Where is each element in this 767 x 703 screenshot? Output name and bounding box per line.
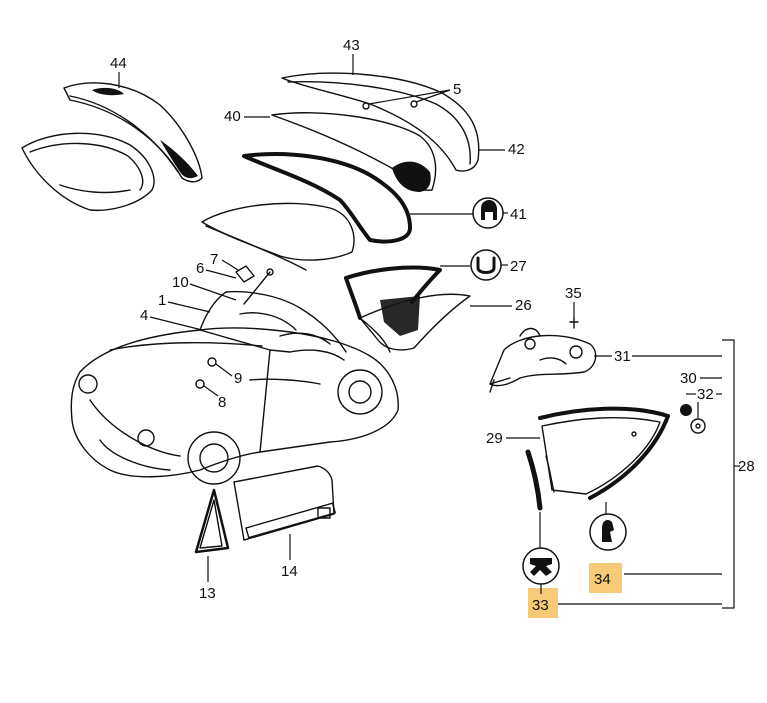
leader-9 xyxy=(215,363,233,377)
part-30-grommet xyxy=(680,404,692,416)
part-41-profile-icon xyxy=(481,200,497,220)
callout-13: 13 xyxy=(199,585,216,602)
callout-26: 26 xyxy=(515,297,532,314)
leader-6 xyxy=(205,269,237,279)
callout-14: 14 xyxy=(281,563,298,580)
callout-34-highlight xyxy=(589,563,622,593)
part-13-vent-window xyxy=(194,488,230,554)
callout-31: 31 xyxy=(614,348,631,365)
callout-5: 5 xyxy=(453,81,461,98)
part-43-rear-window-seal xyxy=(281,72,480,172)
part-34-profile-icon xyxy=(602,520,614,542)
part-27-top-frame xyxy=(344,265,442,320)
callout-28: 28 xyxy=(738,458,755,475)
part-5-clip xyxy=(410,100,418,108)
callout-34: 34 xyxy=(594,571,611,588)
callout-10: 10 xyxy=(172,274,189,291)
leader-10 xyxy=(189,283,237,301)
bracket-28 xyxy=(722,339,735,609)
leader-5b xyxy=(415,89,451,103)
callout-42: 42 xyxy=(508,141,525,158)
leader-1 xyxy=(167,301,211,313)
part-33-profile-icon xyxy=(530,558,552,576)
callout-1: 1 xyxy=(158,292,166,309)
callout-9: 9 xyxy=(234,370,242,387)
leader-8 xyxy=(203,385,219,397)
part-28-quarter-window xyxy=(525,406,670,511)
leader-7 xyxy=(221,259,239,271)
leader-5 xyxy=(368,89,451,105)
part-32-washer xyxy=(690,418,706,434)
hardtop-roof xyxy=(201,202,355,271)
part-8-washer xyxy=(195,379,205,389)
part-44-windshield xyxy=(21,82,203,212)
callout-7: 7 xyxy=(210,251,218,268)
car-body xyxy=(70,265,399,485)
callout-8: 8 xyxy=(218,394,226,411)
part-9-washer xyxy=(207,357,217,367)
callout-41: 41 xyxy=(510,206,527,223)
part-14-door-window xyxy=(233,465,336,541)
part-31-window-regulator xyxy=(489,327,597,393)
part-40-rear-window xyxy=(271,112,437,192)
callout-4: 4 xyxy=(140,307,148,324)
part-32-washer-hole xyxy=(695,423,701,429)
leader-4 xyxy=(149,316,203,331)
part-27-section-icon xyxy=(470,249,502,281)
callout-44: 44 xyxy=(110,55,127,72)
callout-6: 6 xyxy=(196,260,204,277)
callout-43: 43 xyxy=(343,37,360,54)
callout-27: 27 xyxy=(510,258,527,275)
callout-30: 30 xyxy=(680,370,697,387)
callout-32: 32 xyxy=(697,386,714,403)
callout-35: 35 xyxy=(565,285,582,302)
part-5-clip xyxy=(362,102,370,110)
callout-40: 40 xyxy=(224,108,241,125)
part-41-rear-window-frame xyxy=(242,152,412,244)
part-26-side-window xyxy=(359,293,471,353)
part-27-profile-icon xyxy=(476,256,496,274)
callout-33-highlight xyxy=(528,588,558,618)
callout-33: 33 xyxy=(532,597,549,614)
callout-29: 29 xyxy=(486,430,503,447)
part-35-screw xyxy=(569,317,579,329)
